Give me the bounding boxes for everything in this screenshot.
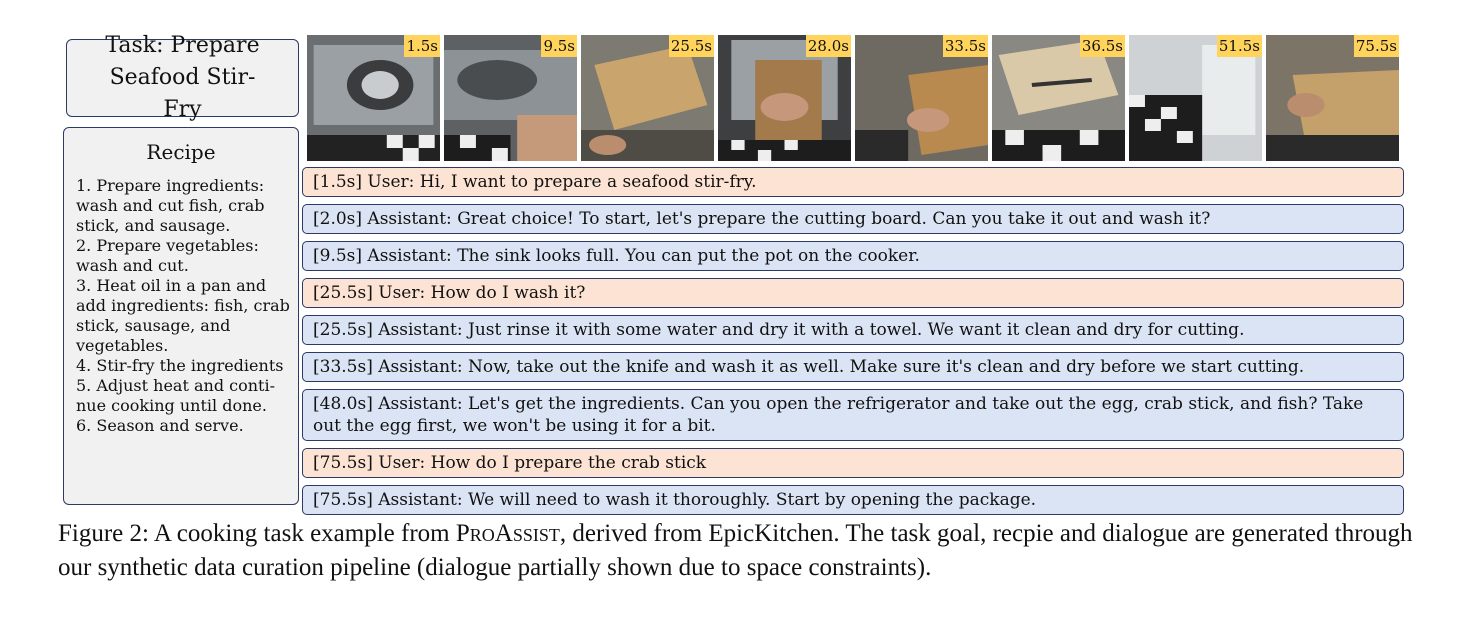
caption-suffix: , derived from EpicKitchen. The task goa… bbox=[58, 520, 1413, 581]
video-frame: 33.5s bbox=[855, 35, 988, 161]
recipe-list: 1. Prepare ingredients: wash and cut fis… bbox=[76, 176, 298, 436]
video-frames-strip: 1.5s 9.5s 25.5s 28.0s bbox=[307, 35, 1399, 161]
video-frame: 28.0s bbox=[718, 35, 851, 161]
recipe-title: Recipe bbox=[146, 140, 216, 164]
caption-name: ProAssist bbox=[455, 520, 560, 547]
recipe-step: 2. Prepare vegetables: wash and cut. bbox=[76, 236, 259, 275]
recipe-step: 1. Prepare ingredients: wash and cut fis… bbox=[76, 176, 265, 235]
frame-timestamp: 51.5s bbox=[1216, 35, 1262, 57]
recipe-step: 3. Heat oil in a pan and add ingredients… bbox=[76, 276, 290, 355]
dialogue-message-user: [25.5s] User: How do I wash it? bbox=[302, 278, 1404, 308]
frame-timestamp: 36.5s bbox=[1079, 35, 1125, 57]
frame-timestamp: 1.5s bbox=[404, 35, 440, 57]
kitchen-sink-frame-icon bbox=[444, 35, 577, 161]
dialogue-message-assistant: [48.0s] Assistant: Let's get the ingredi… bbox=[302, 389, 1404, 441]
video-frame: 36.5s bbox=[992, 35, 1125, 161]
dialogue-message-assistant: [25.5s] Assistant: Just rinse it with so… bbox=[302, 315, 1404, 345]
video-frame: 9.5s bbox=[444, 35, 577, 161]
recipe-box: Recipe 1. Prepare ingredients: wash and … bbox=[63, 127, 299, 505]
dialogue-message-user: [1.5s] User: Hi, I want to prepare a sea… bbox=[302, 167, 1404, 197]
caption-prefix: Figure 2: A cooking task example from bbox=[58, 520, 456, 547]
video-frame: 25.5s bbox=[581, 35, 714, 161]
dialogue-message-assistant: [75.5s] Assistant: We will need to wash … bbox=[302, 485, 1404, 515]
recipe-step: 5. Adjust heat and conti-nue cooking unt… bbox=[76, 376, 275, 415]
dialogue-message-assistant: [33.5s] Assistant: Now, take out the kni… bbox=[302, 352, 1404, 382]
frame-timestamp: 28.0s bbox=[805, 35, 851, 57]
frame-timestamp: 33.5s bbox=[942, 35, 988, 57]
recipe-step: 4. Stir-fry the ingredients bbox=[76, 356, 284, 375]
dialogue-list: [1.5s] User: Hi, I want to prepare a sea… bbox=[302, 167, 1404, 522]
dialogue-message-assistant: [2.0s] Assistant: Great choice! To start… bbox=[302, 204, 1404, 234]
frame-timestamp: 9.5s bbox=[541, 35, 577, 57]
recipe-step: 6. Season and serve. bbox=[76, 416, 244, 435]
video-frame: 51.5s bbox=[1129, 35, 1262, 161]
video-frame: 1.5s bbox=[307, 35, 440, 161]
frame-timestamp: 75.5s bbox=[1353, 35, 1399, 57]
task-box: Task: Prepare Seafood Stir-Fry bbox=[66, 33, 299, 122]
dialogue-message-assistant: [9.5s] Assistant: The sink looks full. Y… bbox=[302, 241, 1404, 271]
video-frame: 75.5s bbox=[1266, 35, 1399, 161]
task-label: Task: Prepare Seafood Stir-Fry bbox=[105, 33, 260, 122]
frame-timestamp: 25.5s bbox=[668, 35, 714, 57]
dialogue-message-user: [75.5s] User: How do I prepare the crab … bbox=[302, 448, 1404, 478]
figure-caption: Figure 2: A cooking task example from Pr… bbox=[58, 517, 1438, 585]
